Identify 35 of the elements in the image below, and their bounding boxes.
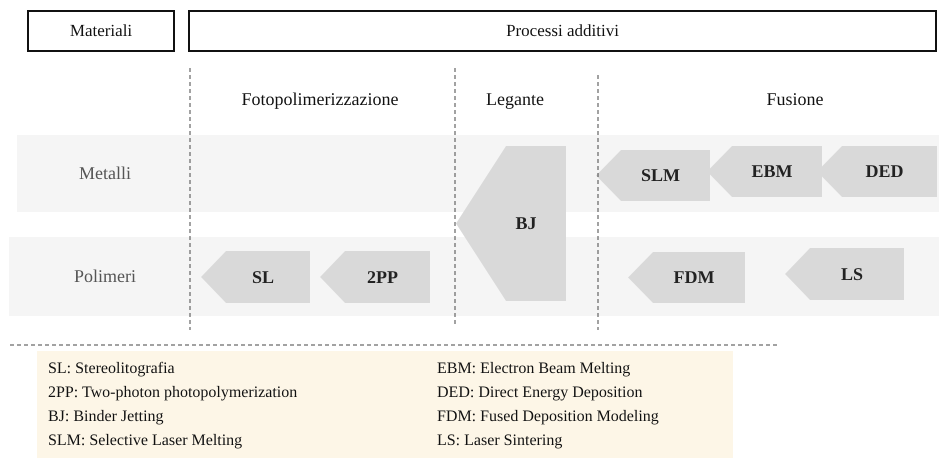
legend-entry: LS: Laser Sintering (437, 431, 562, 451)
process-arrow-shape (785, 248, 904, 300)
process-arrow-shape (707, 146, 822, 197)
header-text: Processi additivi (505, 20, 620, 42)
header-box (27, 10, 175, 52)
process-arrow-shape (628, 252, 745, 303)
legend-entry: EBM: Electron Beam Melting (437, 359, 630, 379)
legend-entry: FDM: Fused Deposition Modeling (437, 407, 659, 427)
legend-entry: BJ: Binder Jetting (48, 407, 164, 427)
process-arrow-shape (320, 251, 430, 303)
header-box (188, 10, 937, 52)
legend-entry: DED: Direct Energy Deposition (437, 383, 642, 403)
process-abbreviation: 2PP (366, 266, 399, 288)
legend-entry: 2PP: Two-photon photopolymerization (48, 383, 298, 403)
legend-panel (37, 351, 733, 458)
header-text: Materiali (68, 20, 134, 42)
legend-entry: SL: Stereolitografia (48, 359, 175, 379)
process-arrow-shape (456, 146, 566, 301)
legend-entry: SLM: Selective Laser Melting (48, 431, 242, 451)
column-heading: Fusione (765, 89, 824, 110)
row-band (17, 135, 939, 212)
process-abbreviation: DED (864, 160, 904, 183)
column-heading: Legante (485, 89, 545, 110)
row-band (9, 237, 939, 316)
process-arrow-shape (596, 150, 710, 201)
row-label: Metalli (78, 162, 132, 185)
process-abbreviation: EBM (750, 160, 794, 183)
process-arrow-shape (201, 251, 310, 303)
process-abbreviation: LS (840, 262, 864, 286)
row-label: Polimeri (73, 265, 137, 288)
process-abbreviation: SL (250, 266, 276, 288)
process-abbreviation: SLM (640, 164, 681, 187)
process-abbreviation: FDM (672, 266, 716, 289)
column-heading: Fotopolimerizzazione (240, 89, 400, 110)
process-abbreviation: BJ (514, 212, 538, 235)
